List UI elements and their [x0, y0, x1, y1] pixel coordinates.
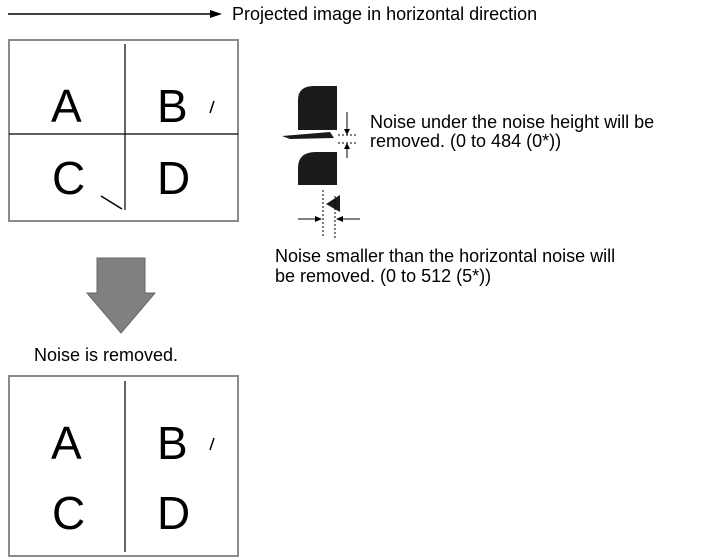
letter-a: A [51, 80, 82, 132]
letter-c: C [52, 152, 85, 204]
noise-height-illustration [282, 86, 356, 185]
thin-noise-line [282, 132, 334, 139]
upper-character-block [298, 86, 337, 130]
before-image-box: A B C D [8, 39, 239, 222]
removed-caption: Noise is removed. [34, 345, 178, 365]
letter-b: B [157, 80, 188, 132]
lower-character-block [298, 152, 337, 185]
projection-arrow [8, 10, 222, 18]
noise-height-text-line1: Noise under the noise height will be [370, 112, 654, 132]
letter-b: B [157, 417, 188, 469]
down-arrow-icon [85, 257, 157, 334]
noise-mark-c [100, 195, 123, 210]
noise-height-text-line2: removed. (0 to 484 (0*)) [370, 131, 561, 151]
small-noise-wedge [326, 195, 340, 212]
letter-c: C [52, 487, 85, 539]
letter-d: D [157, 487, 190, 539]
horizontal-noise-illustration [298, 190, 360, 238]
horizontal-noise-text-line1: Noise smaller than the horizontal noise … [275, 246, 615, 266]
letter-d: D [157, 152, 190, 204]
after-image-box: A B C D [8, 375, 239, 557]
letter-a: A [51, 417, 82, 469]
noise-mark-b [209, 437, 215, 451]
horizontal-noise-text-line2: be removed. (0 to 512 (5*)) [275, 266, 491, 286]
projection-label: Projected image in horizontal direction [232, 4, 537, 24]
noise-mark-b [209, 100, 215, 114]
